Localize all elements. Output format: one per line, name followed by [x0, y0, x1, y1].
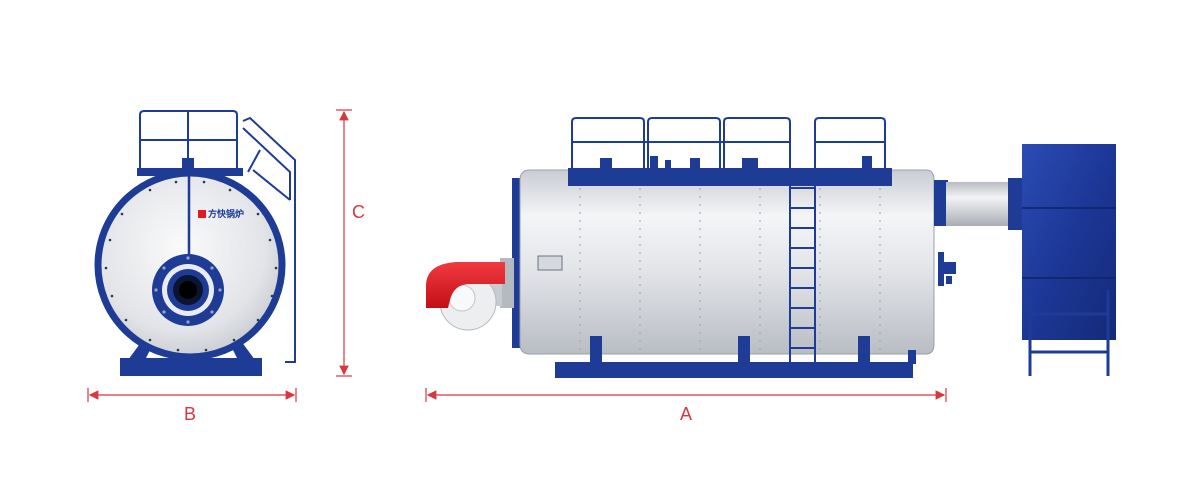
top-valves [600, 156, 872, 168]
front-view: 方快锅炉 [94, 110, 296, 376]
dimension-lines [87, 109, 947, 402]
side-ladder-frame [242, 116, 296, 363]
front-face-rivets [104, 180, 278, 352]
side-ladder [789, 165, 816, 368]
brand-logo: 方快锅炉 [198, 208, 244, 220]
brand-mark-icon [198, 210, 206, 218]
blower-fan-unit [1022, 144, 1116, 376]
side-base-rail [555, 336, 916, 378]
top-platform [568, 168, 892, 186]
brand-logo-text: 方快锅炉 [208, 208, 244, 220]
front-burner-port [152, 254, 224, 326]
dimension-c-label: C [352, 202, 365, 222]
burner-unit [426, 258, 514, 331]
dimension-a-label: A [680, 404, 692, 424]
side-top-railing [571, 117, 886, 170]
nameplate [537, 255, 563, 271]
side-view [426, 117, 1116, 378]
front-top-nozzle [182, 158, 194, 168]
boiler-shell [519, 169, 935, 355]
burner-red-housing [426, 262, 505, 308]
rear-connection [934, 178, 1022, 286]
dimension-b-label: B [184, 404, 196, 424]
